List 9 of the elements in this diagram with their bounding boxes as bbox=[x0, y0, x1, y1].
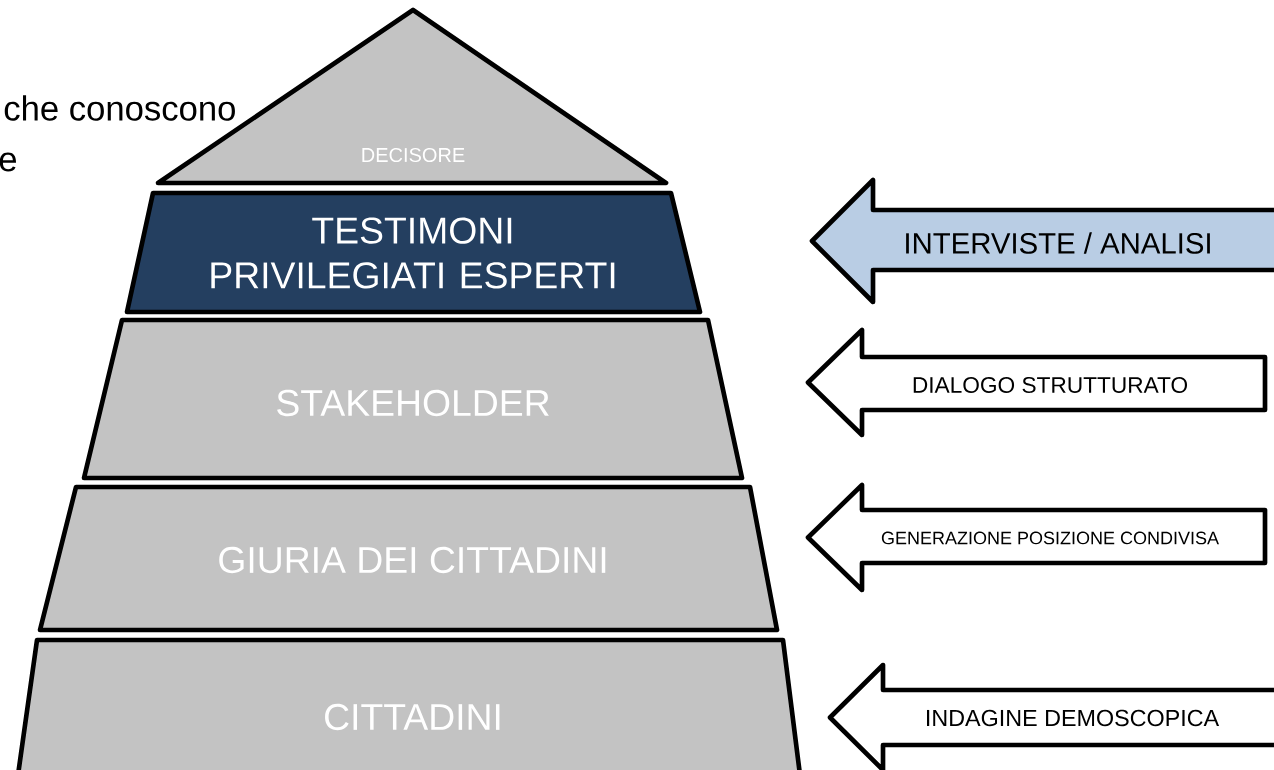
side-text: e bbox=[0, 152, 16, 172]
pyramid-level: CITTADINI bbox=[15, 637, 803, 770]
pointed-banner: INTERVISTE / ANALISI bbox=[809, 177, 1274, 305]
pyramid-level: TESTIMONI PRIVILEGIATI ESPERTI bbox=[124, 190, 703, 315]
pyramid-level: STAKEHOLDER bbox=[81, 317, 745, 481]
pyramid-level: GIURIA DEI CITTADINI bbox=[37, 484, 780, 633]
pointed-banner: GENERAZIONE POSIZIONE CONDIVISA bbox=[805, 482, 1268, 593]
pointed-banner: DIALOGO STRUTTURATO bbox=[805, 327, 1268, 438]
pointed-banner: INDAGINE DEMOSCOPICA bbox=[827, 662, 1274, 770]
